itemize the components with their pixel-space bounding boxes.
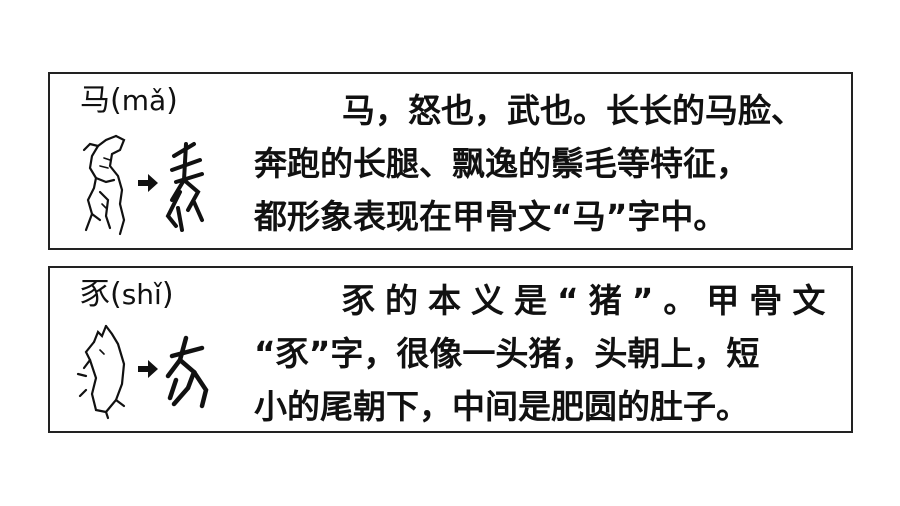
entry-character: 豕 xyxy=(80,277,110,312)
oracle-bone-ma-glyph-icon xyxy=(165,142,204,232)
arrow-right-icon xyxy=(138,174,158,192)
description-line: 马，怒也，武也。长长的马脸、 xyxy=(342,91,804,130)
entry-card-shi: 豕(shǐ) 豕的本义是“猪”。甲骨文 “豕”字，很像一头猪，头朝上，短 小的尾… xyxy=(48,266,853,433)
description-line: 都形象表现在甲骨文“马”字中。 xyxy=(254,197,727,236)
oracle-bone-shi-glyph-icon xyxy=(165,335,209,409)
description-line: “豕”字，很像一头猪，头朝上，短 xyxy=(254,334,760,373)
entry-description: 豕的本义是“猪”。甲骨文 “豕”字，很像一头猪，头朝上，短 小的尾朝下，中间是肥… xyxy=(254,274,839,433)
entry-card-ma: 马(mǎ) 马，怒也，武也。长长的马脸、 奔跑的长腿、飘逸的鬃毛等特征， 都形象… xyxy=(48,72,853,250)
pig-evolution-illustration xyxy=(76,324,209,420)
horse-evolution-illustration xyxy=(82,134,204,236)
entry-pinyin: shǐ xyxy=(121,278,162,311)
description-line: 豕的本义是“猪”。甲骨文 xyxy=(342,281,836,320)
arrow-right-icon xyxy=(138,360,158,378)
description-line: 小的尾朝下，中间是肥圆的肚子。 xyxy=(254,387,749,426)
pig-drawing-icon xyxy=(76,324,126,420)
entry-heading: 马(mǎ) xyxy=(80,83,178,118)
horse-drawing-icon xyxy=(82,134,126,236)
entry-heading: 豕(shǐ) xyxy=(80,277,174,312)
description-line: 奔跑的长腿、飘逸的鬃毛等特征， xyxy=(254,144,749,183)
entry-pinyin: mǎ xyxy=(121,84,167,117)
entry-description: 马，怒也，武也。长长的马脸、 奔跑的长腿、飘逸的鬃毛等特征， 都形象表现在甲骨文… xyxy=(254,84,839,243)
entry-character: 马 xyxy=(80,83,110,118)
